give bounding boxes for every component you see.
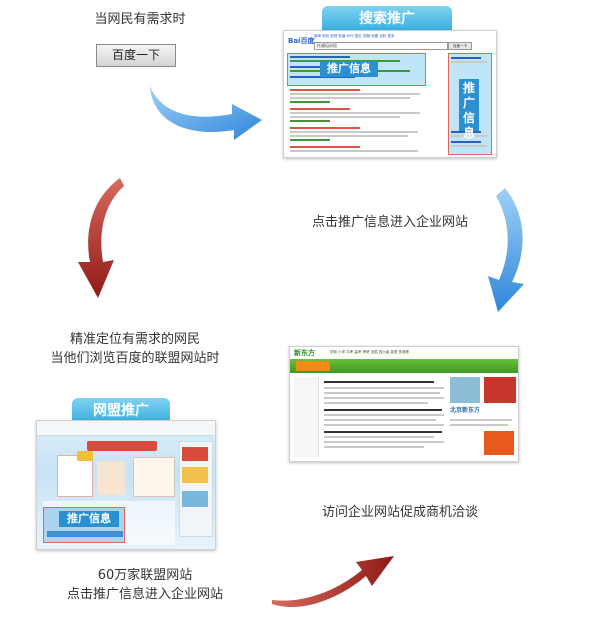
nav-item[interactable]: 知道 xyxy=(338,34,346,38)
enterprise-banner-text: 北京新东方 xyxy=(450,407,481,414)
nav-item[interactable]: 网页 xyxy=(322,34,330,38)
union-card xyxy=(97,461,125,495)
nav-item[interactable]: 地图 xyxy=(371,34,379,38)
search-query-button[interactable]: 百度一下 xyxy=(448,42,472,50)
union-site-screenshot: 推广信息 xyxy=(36,420,216,550)
baidu-search-button[interactable]: 百度一下 xyxy=(96,44,176,67)
union-sidebar-item xyxy=(182,447,208,461)
targeting-caption: 精准定位有需求的网民 当他们浏览百度的联盟网站时 xyxy=(40,330,230,368)
enterprise-nav-item[interactable]: 四六级 xyxy=(378,350,390,354)
search-results-screenshot: Bai百度 新闻 网页 贴吧 知道 MP3 图片 视频 地图 百科 更多 托福培… xyxy=(283,30,497,158)
side-promo-label[interactable]: 推广信息 xyxy=(459,79,479,140)
enterprise-logo: 新东方 xyxy=(294,349,315,357)
enterprise-nav: 学前 小学 中考 高考 考研 出国 四六级 英语 多语种 xyxy=(330,350,409,355)
enterprise-green-bar xyxy=(290,359,518,373)
nav-item[interactable]: 新闻 xyxy=(314,34,321,38)
enterprise-ad-box[interactable] xyxy=(484,431,514,455)
enterprise-nav-item[interactable]: 小学 xyxy=(338,350,346,354)
nav-item[interactable]: 百科 xyxy=(379,34,387,38)
nav-item[interactable]: MP3 xyxy=(346,34,354,38)
enterprise-nav-item[interactable]: 考研 xyxy=(362,350,370,354)
enterprise-nav-item[interactable]: 高考 xyxy=(354,350,362,354)
nav-item[interactable]: 视频 xyxy=(363,34,371,38)
visit-caption: 访问企业网站促成商机洽谈 xyxy=(321,505,478,520)
union-sidebar-item xyxy=(182,491,208,507)
nav-item[interactable]: 贴吧 xyxy=(330,34,338,38)
enterprise-nav-item[interactable]: 多语种 xyxy=(398,350,410,354)
enterprise-nav-item[interactable]: 英语 xyxy=(390,350,398,354)
need-caption: 当网民有需求时 xyxy=(94,12,186,27)
search-nav: 新闻 网页 贴吧 知道 MP3 图片 视频 地图 百科 更多 xyxy=(314,34,494,39)
arrow-down-targeting xyxy=(78,178,124,298)
enterprise-nav-item[interactable]: 学前 xyxy=(330,350,337,354)
enterprise-left-menu xyxy=(294,377,319,457)
side-promo-text: 推广信息 xyxy=(462,81,475,140)
union-promo-subline xyxy=(47,531,123,537)
union-red-ribbon xyxy=(87,441,157,451)
enterprise-banner[interactable] xyxy=(484,377,516,403)
union-sidebar-item xyxy=(182,467,208,483)
union-caption-line2: 点击推广信息进入企业网站 xyxy=(66,587,223,602)
enterprise-nav-item[interactable]: 出国 xyxy=(370,350,378,354)
arrow-down-enterprise xyxy=(488,188,524,312)
click-caption: 点击推广信息进入企业网站 xyxy=(311,215,468,230)
nav-item[interactable]: 图片 xyxy=(354,34,362,38)
enterprise-orange-tab xyxy=(296,361,330,371)
arrow-to-search xyxy=(150,86,262,140)
union-tag xyxy=(77,451,93,461)
baidu-logo: Bai百度 xyxy=(288,37,315,45)
search-query-input[interactable]: 托福培训班 xyxy=(314,42,448,50)
enterprise-site-screenshot: 新东方 学前 小学 中考 高考 考研 出国 四六级 英语 多语种 北京新东方 xyxy=(289,346,519,462)
union-caption: 60万家联盟网站 点击推广信息进入企业网站 xyxy=(55,566,235,604)
union-card xyxy=(133,457,175,497)
nav-item[interactable]: 更多 xyxy=(387,34,395,38)
union-tab: 网盟推广 xyxy=(72,398,170,424)
arrow-to-enterprise xyxy=(272,556,394,608)
union-card xyxy=(57,455,93,497)
enterprise-image xyxy=(450,377,480,403)
enterprise-nav-item[interactable]: 中考 xyxy=(346,350,354,354)
targeting-caption-line1: 精准定位有需求的网民 xyxy=(69,332,200,347)
union-promo-label[interactable]: 推广信息 xyxy=(59,511,119,527)
targeting-caption-line2: 当他们浏览百度的联盟网站时 xyxy=(50,351,220,366)
union-header-bar xyxy=(37,421,215,436)
top-promo-label[interactable]: 推广信息 xyxy=(320,61,378,77)
nav-text: 新闻 网页 贴吧 知道 MP3 图片 视频 地图 百科 更多 xyxy=(314,34,394,39)
union-caption-line1: 60万家联盟网站 xyxy=(97,568,193,583)
search-tab: 搜索推广 xyxy=(322,6,452,32)
